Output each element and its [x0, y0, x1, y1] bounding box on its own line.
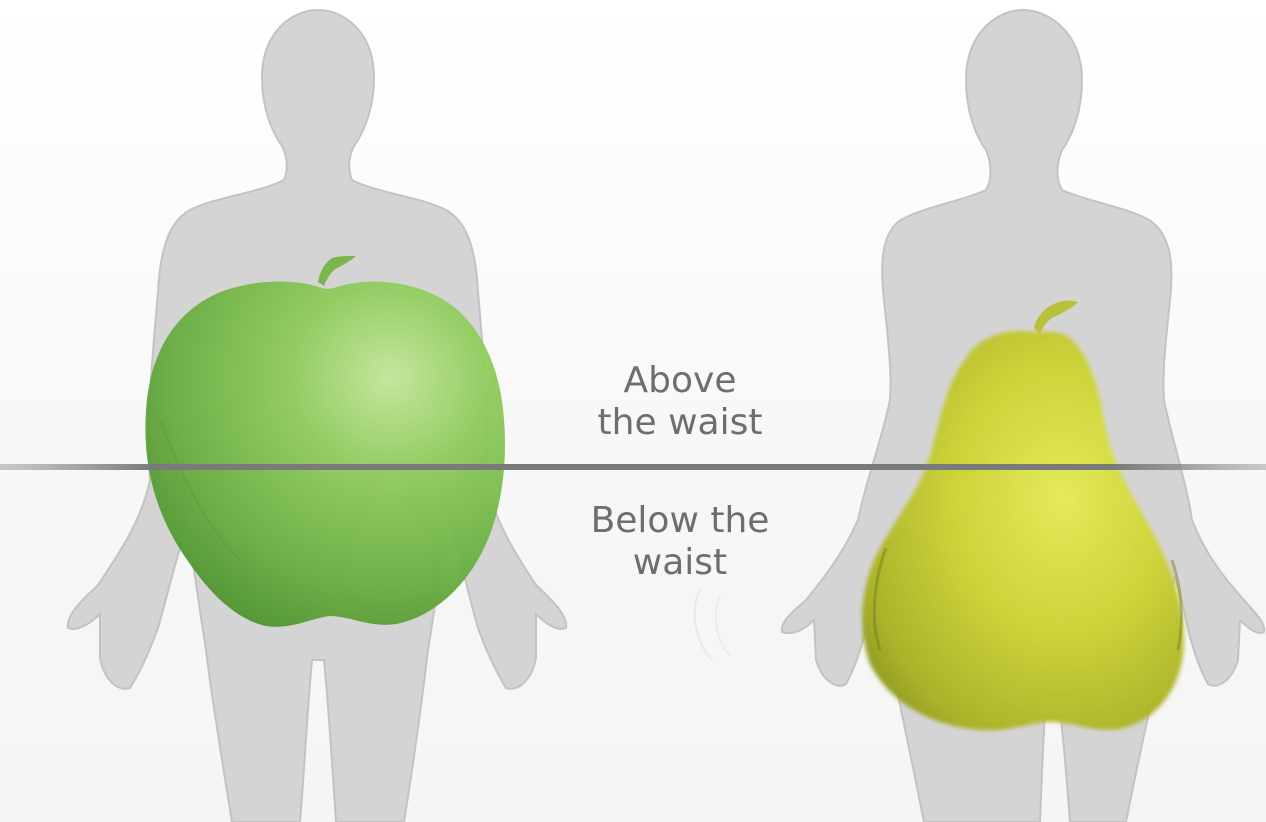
above-waist-label: Above the waist [550, 360, 810, 444]
below-waist-label: Below the waist [550, 500, 810, 584]
below-waist-label-line-1: Below the [550, 500, 810, 542]
above-waist-label-line-2: the waist [550, 402, 810, 444]
apple-icon [145, 256, 505, 627]
below-waist-label-line-2: waist [550, 542, 810, 584]
shadow-swirl [695, 590, 730, 660]
waistline [0, 464, 1266, 470]
above-waist-label-line-1: Above [550, 360, 810, 402]
